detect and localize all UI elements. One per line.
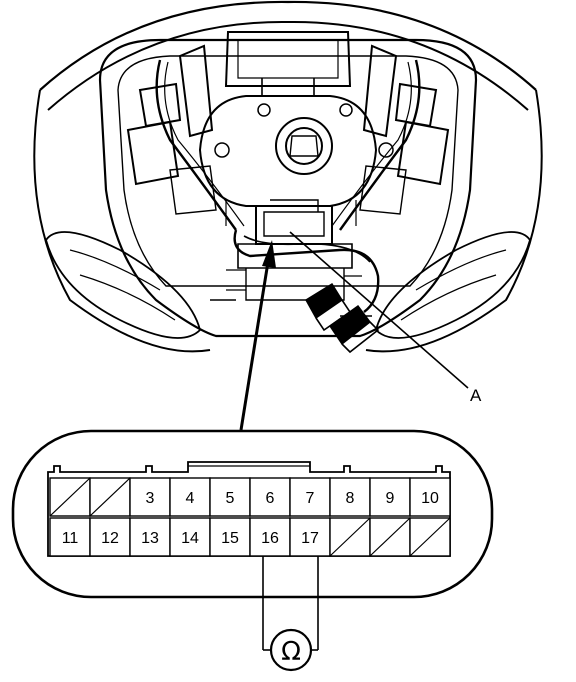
ohmmeter-leads (262, 556, 319, 651)
unused-pin-slash (369, 517, 411, 557)
callout-label-a: A (470, 386, 482, 405)
pin-number-15: 15 (221, 530, 239, 547)
pin-number-6: 6 (266, 490, 275, 507)
pin-cell-bottom-3 (129, 517, 171, 557)
pin-number-14: 14 (181, 530, 199, 547)
pin-number-7: 7 (306, 490, 315, 507)
pin-number-10: 10 (421, 490, 439, 507)
pin-number-4: 4 (186, 490, 195, 507)
pin-number-17: 17 (301, 530, 319, 547)
pointer-arrow (239, 240, 276, 431)
pin-number-16: 16 (261, 530, 279, 547)
pin-number-8: 8 (346, 490, 355, 507)
pin-number-13: 13 (141, 530, 159, 547)
pin-cell-top-5 (209, 477, 251, 517)
ohmmeter-icon: Ω (269, 628, 313, 672)
pin-number-3: 3 (146, 490, 155, 507)
pin-cell-bottom-7 (289, 517, 331, 557)
unused-pin-slash (409, 517, 451, 557)
pin-cell-top-7 (289, 477, 331, 517)
pin-cell-top-10 (409, 477, 451, 517)
pin-cell-top-9 (369, 477, 411, 517)
steering-wheel-illustration (33, 0, 543, 354)
pin-cell-bottom-2 (89, 517, 131, 557)
pin-cell-top-4 (169, 477, 211, 517)
pin-number-11: 11 (62, 530, 79, 547)
callout-a-leader (289, 231, 469, 389)
ohm-symbol: Ω (281, 637, 301, 667)
unused-pin-slash (49, 477, 91, 517)
unused-pin-slash (329, 517, 371, 557)
pin-number-5: 5 (226, 490, 235, 507)
unused-pin-slash (89, 477, 131, 517)
pin-cell-top-8 (329, 477, 371, 517)
pin-number-12: 12 (101, 530, 119, 547)
pin-cell-bottom-5 (209, 517, 251, 557)
pin-number-9: 9 (386, 490, 395, 507)
connector-pin-grid: 3 4 5 6 7 8 9 10 11 12 13 14 15 16 17 (49, 477, 451, 557)
pin-cell-top-3 (129, 477, 171, 517)
